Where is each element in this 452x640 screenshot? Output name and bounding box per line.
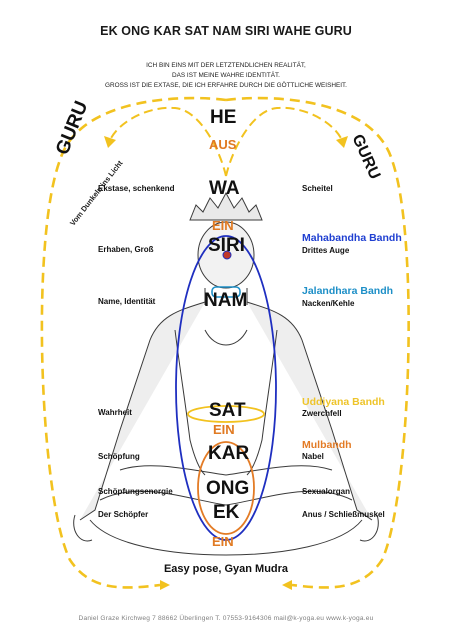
arrow-left-down bbox=[104, 136, 116, 148]
pose-caption: Easy pose, Gyan Mudra bbox=[163, 563, 289, 575]
right-label-drittes-auge: Drittes Auge bbox=[302, 246, 350, 255]
arrow-bottom-left bbox=[160, 580, 170, 590]
intro-line-2: DAS IST MEINE WAHRE IDENTITÄT. bbox=[172, 72, 280, 79]
left-label-ekstase: Ekstase, schenkend bbox=[98, 184, 175, 193]
left-label-schoepfung: Schöpfung bbox=[98, 452, 140, 461]
mantra-ong: ONG bbox=[206, 478, 250, 499]
energy-loop-top-left bbox=[109, 106, 227, 177]
left-label-schoepfer: Der Schöpfer bbox=[98, 510, 149, 519]
bandh-mulbandh: Mulbandh bbox=[302, 439, 352, 451]
breath-ein-3: EIN bbox=[212, 534, 234, 549]
third-eye-point bbox=[222, 250, 232, 260]
right-label-scheitel: Scheitel bbox=[302, 184, 333, 193]
energy-loop-top-right bbox=[225, 106, 343, 177]
page-title: EK ONG KAR SAT NAM SIRI WAHE GURU bbox=[100, 24, 352, 38]
arrow-right-down bbox=[336, 136, 348, 148]
footer-contact: Daniel Graze Kirchweg 7 88662 Überlingen… bbox=[78, 615, 374, 622]
mantra-siri: SIRI bbox=[208, 235, 245, 256]
figure-outline bbox=[73, 191, 379, 556]
mantra-nam: NAM bbox=[204, 290, 248, 311]
left-label-erhaben: Erhaben, Groß bbox=[98, 245, 154, 254]
right-label-nacken: Nacken/Kehle bbox=[302, 299, 355, 308]
sushumna-ellipse bbox=[175, 235, 277, 541]
root-lock bbox=[197, 441, 255, 535]
breath-ein-1: EIN bbox=[212, 218, 234, 233]
throat-lock bbox=[211, 286, 241, 298]
left-label-wahrheit: Wahrheit bbox=[98, 408, 132, 417]
intro-line-1: ICH BIN EINS MIT DER LETZTENDLICHEN REAL… bbox=[146, 62, 306, 69]
breath-aus: AUS bbox=[209, 137, 237, 152]
right-label-anus: Anus / Schließmuskel bbox=[302, 510, 385, 519]
diaphragm-lock bbox=[187, 405, 265, 423]
mantra-sat: SAT bbox=[209, 400, 246, 421]
arrow-bottom-right bbox=[282, 580, 292, 590]
intro-line-3: GROSS IST DIE EXTASE, DIE ICH ERFAHRE DU… bbox=[105, 82, 347, 89]
mantra-he: HE bbox=[210, 107, 237, 128]
bandh-uddiyana: Uddiyana Bandh bbox=[302, 396, 385, 408]
mantra-ek: EK bbox=[213, 502, 240, 523]
breath-ein-2: EIN bbox=[213, 422, 235, 437]
mantra-wa: WA bbox=[209, 178, 240, 199]
mantra-kar: KAR bbox=[208, 443, 250, 464]
left-label-schoepfungsenergie: Schöpfungsenergie bbox=[98, 487, 173, 496]
left-label-name: Name, Identität bbox=[98, 297, 156, 306]
right-label-zwerchfell: Zwerchfell bbox=[302, 409, 342, 418]
right-label-sexualorgan: Sexualorgan bbox=[302, 487, 351, 496]
bandh-jalandhara: Jalandhara Bandh bbox=[302, 285, 394, 297]
bandh-mahabandha: Mahabandha Bandh bbox=[302, 232, 402, 244]
right-label-nabel: Nabel bbox=[302, 452, 324, 461]
